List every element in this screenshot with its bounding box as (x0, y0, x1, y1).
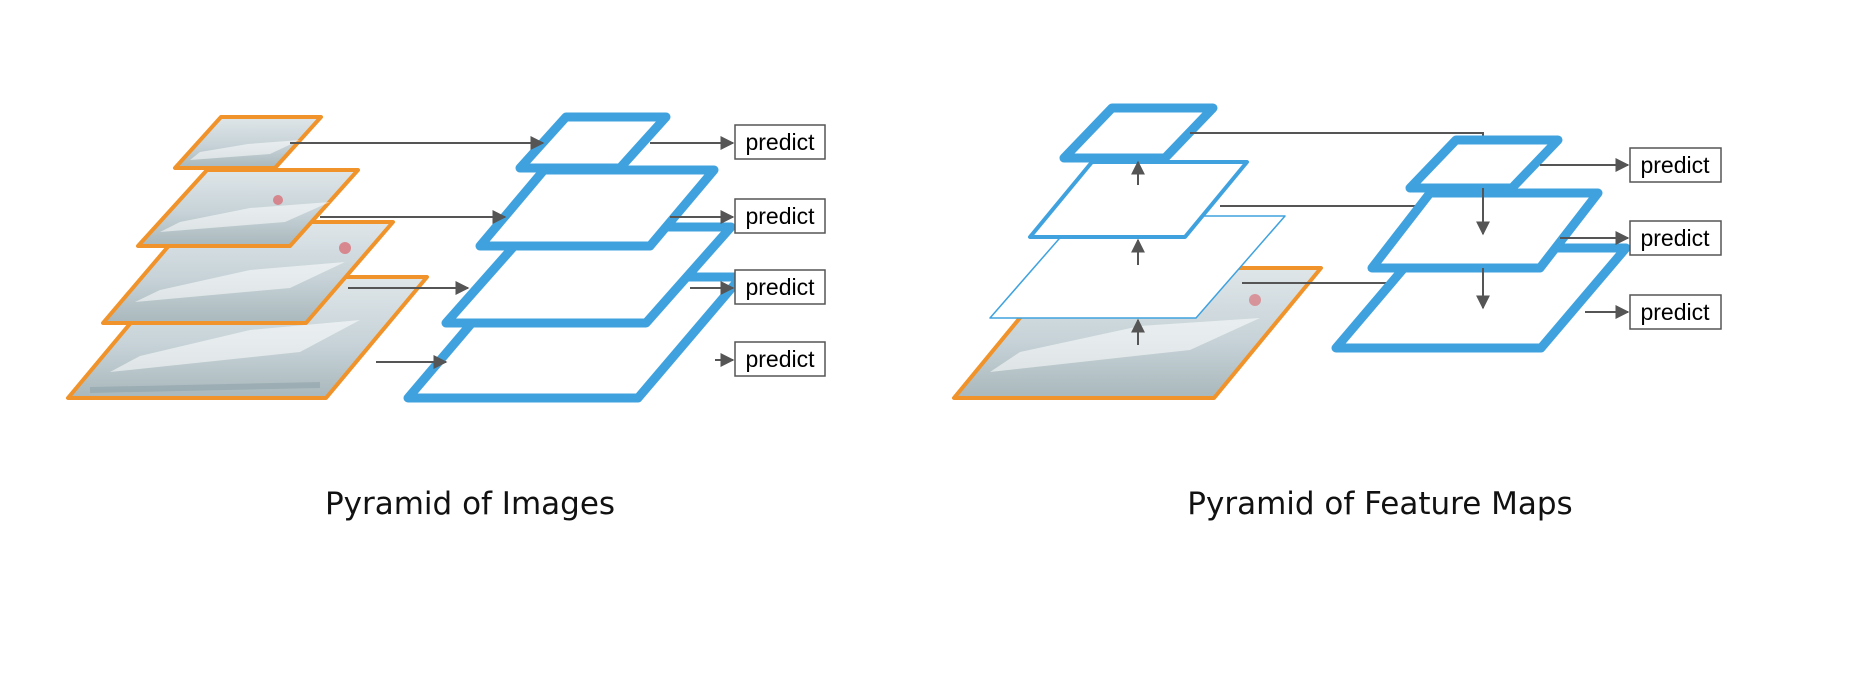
top-down-map-1 (1405, 135, 1563, 193)
backbone-feature-maps (989, 103, 1286, 319)
image-pyramid (66, 115, 429, 400)
right-predict-box-2: predict (1629, 220, 1722, 256)
right-predict-arrows (1540, 158, 1630, 319)
right-predict-box-1: predict (1629, 147, 1722, 183)
left-predict-box-1: predict (734, 124, 826, 160)
right-predict-box-3: predict (1629, 294, 1722, 330)
caption-pyramid-of-images: Pyramid of Images (324, 486, 616, 522)
svg-text:predict: predict (1640, 225, 1710, 251)
image-level-2 (136, 168, 360, 248)
left-predict-box-3: predict (734, 269, 826, 305)
svg-text:predict: predict (1640, 152, 1710, 178)
left-feature-maps (403, 112, 746, 403)
image-level-1 (173, 115, 323, 170)
backbone-map-1 (1059, 103, 1218, 163)
caption-pyramid-of-feature-maps: Pyramid of Feature Maps (1187, 486, 1573, 522)
left-predict-arrows (650, 136, 735, 367)
left-feature-map-2 (475, 165, 719, 251)
svg-text:predict: predict (1640, 299, 1710, 325)
backbone-map-3 (989, 215, 1286, 319)
left-feature-map-1 (515, 112, 671, 173)
left-predict-box-2: predict (734, 198, 826, 234)
svg-text:predict: predict (745, 129, 815, 155)
top-down-feature-maps (1331, 135, 1631, 353)
svg-text:predict: predict (745, 274, 815, 300)
svg-text:predict: predict (745, 203, 815, 229)
left-predict-box-4: predict (734, 341, 826, 377)
left-feature-map-3 (441, 222, 736, 328)
left-input-arrows (290, 136, 545, 369)
backbone-map-2 (1028, 160, 1249, 239)
svg-text:predict: predict (745, 346, 815, 372)
